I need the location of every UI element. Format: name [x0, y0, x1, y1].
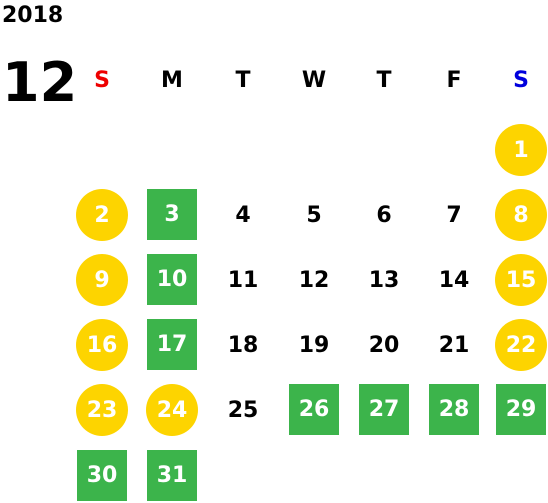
month-number: 12: [2, 51, 78, 114]
day-cell[interactable]: 1: [495, 124, 547, 176]
day-cell[interactable]: 13: [368, 267, 400, 293]
weekday-label: S: [513, 68, 529, 93]
day-cell[interactable]: 15: [495, 254, 547, 306]
day-cell[interactable]: 12: [298, 267, 330, 293]
day-cell[interactable]: 7: [446, 202, 462, 228]
day-cell[interactable]: 17: [147, 319, 197, 370]
day-cell[interactable]: 27: [359, 384, 409, 435]
day-cell[interactable]: 3: [147, 189, 197, 240]
day-cell[interactable]: 20: [368, 332, 400, 358]
day-cell[interactable]: 29: [496, 384, 546, 435]
day-cell[interactable]: 21: [438, 332, 470, 358]
day-cell[interactable]: 22: [495, 319, 547, 371]
day-cell[interactable]: 19: [298, 332, 330, 358]
day-cell[interactable]: 8: [495, 189, 547, 241]
year-label: 2018: [2, 3, 64, 28]
day-cell[interactable]: 5: [306, 202, 322, 228]
weekday-label: F: [446, 68, 462, 93]
day-cell[interactable]: 25: [227, 397, 259, 423]
weekday-label: S: [94, 68, 110, 93]
day-cell[interactable]: 16: [76, 319, 128, 371]
day-cell[interactable]: 6: [376, 202, 392, 228]
day-cell[interactable]: 31: [147, 450, 197, 501]
day-cell[interactable]: 26: [289, 384, 339, 435]
day-cell[interactable]: 18: [227, 332, 259, 358]
day-cell[interactable]: 4: [235, 202, 251, 228]
day-cell[interactable]: 2: [76, 189, 128, 241]
weekday-label: T: [235, 68, 251, 93]
day-cell[interactable]: 9: [76, 254, 128, 306]
day-cell[interactable]: 30: [77, 450, 127, 501]
day-cell[interactable]: 14: [438, 267, 470, 293]
day-cell[interactable]: 23: [76, 384, 128, 436]
day-cell[interactable]: 10: [147, 254, 197, 305]
weekday-label: W: [301, 68, 327, 93]
day-cell[interactable]: 11: [227, 267, 259, 293]
weekday-label: M: [161, 68, 183, 93]
weekday-label: T: [376, 68, 392, 93]
day-cell[interactable]: 28: [429, 384, 479, 435]
day-cell[interactable]: 24: [146, 384, 198, 436]
